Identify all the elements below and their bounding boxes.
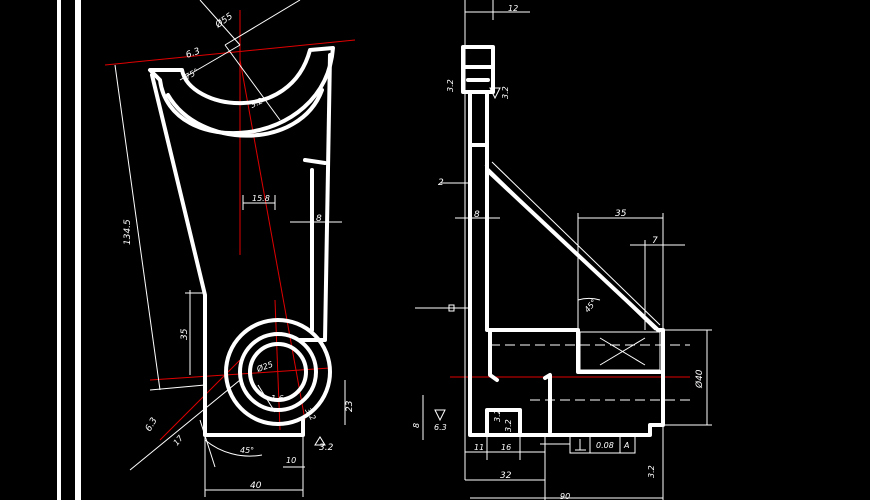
side-hole-x-b (599, 337, 646, 366)
tolerance-value: 0.08 (596, 441, 614, 450)
dim-side-rough-corner: 3.2 (647, 465, 656, 478)
dim-side-w-11: 11 (474, 443, 484, 452)
dim-len-diag: 134.5 (123, 219, 133, 245)
dim-side-d40: Ø40 (694, 369, 705, 389)
dim-side-w-16: 16 (501, 443, 511, 452)
dim-rough-base: 3.2 (319, 443, 334, 453)
dim-side-w-12: 12 (508, 4, 518, 13)
centerline-slanted (239, 59, 306, 421)
dim-w-10: 10 (286, 456, 296, 465)
dim-side-w-bottom: 90 (560, 492, 570, 500)
dim-line-45-arm (199, 419, 216, 468)
dim-r-1-6: 1.6 (271, 394, 284, 403)
dim-side-w-35: 35 (615, 209, 627, 219)
front-main-outline (148, 46, 335, 136)
side-bottom-slot (485, 408, 522, 437)
boss-outer-circle (224, 318, 332, 426)
dim-r-63-b: 6.3 (144, 416, 160, 434)
tolerance-datum: A (623, 441, 629, 450)
side-datum-box (448, 304, 455, 312)
drawing-frame (57, 0, 81, 500)
dim-d-top-arc: Ø55 (213, 11, 236, 31)
tolerance-box (569, 435, 636, 454)
dim-side-rough-slot: 3.2 (493, 409, 502, 422)
dim-line-ring-d (199, 0, 241, 46)
dim-arc-45 (204, 439, 263, 457)
side-dimension-lines (415, 0, 712, 500)
dim-side-w-2: 2 (438, 178, 444, 188)
dim-line-ring-c (179, 44, 241, 81)
dim-side-rough-top-r: 3.2 (501, 86, 510, 99)
dim-side-w-8: 8 (474, 210, 480, 220)
dim-side-rough-base: 6.3 (434, 423, 447, 432)
front-right-rib (298, 53, 332, 342)
dim-line-17 (129, 379, 241, 471)
dim-line-diag-ext (149, 384, 206, 391)
dim-side-rough-slot-b: 3.2 (504, 419, 513, 432)
dim-side-h8: 8 (412, 423, 421, 428)
roughness-symbol-side-top (489, 87, 501, 100)
side-rib-diagonal (484, 164, 656, 331)
dim-side-rough-top-l: 3.2 (446, 79, 455, 92)
side-vertical-body (468, 90, 665, 437)
side-hole-rect (579, 331, 661, 371)
side-top-head (461, 45, 495, 94)
dim-side-w-32: 32 (500, 471, 512, 481)
dim-w-8: 8 (316, 214, 322, 224)
front-dimension-texts: Ø55 6.3 75° 3.2 134.5 15.8 8 35 Ø25 1.6 … (123, 11, 355, 491)
dim-line-ring-b (224, 44, 281, 121)
roughness-symbol-base (314, 436, 326, 446)
front-inner-arc (166, 88, 324, 138)
front-dimension-lines (114, 0, 346, 497)
dim-arc-side-45 (577, 298, 601, 301)
dim-w-15-8: 15.8 (252, 194, 270, 203)
front-view: Ø55 6.3 75° 3.2 134.5 15.8 8 35 Ø25 1.6 … (104, 0, 356, 497)
roughness-symbol-side-base (434, 409, 446, 422)
side-inner-outline (485, 168, 662, 434)
boss-middle-circle (238, 332, 318, 412)
dim-line-ring-a (224, 0, 301, 46)
dim-side-w-7: 7 (652, 236, 658, 246)
tolerance-frame: 0.08 A (540, 435, 636, 454)
front-rib-top (303, 158, 327, 332)
side-rib-diagonal-2 (491, 161, 661, 326)
front-center-lines (104, 10, 356, 441)
frame-border-thin (57, 0, 61, 500)
dim-side-ang-45: 45° (583, 298, 599, 315)
dim-line-diag (114, 64, 161, 391)
dim-h-23: 23 (345, 400, 355, 412)
dim-line-1-6 (257, 384, 276, 413)
side-view: 0.08 A 12 3.2 3.2 2 8 35 7 45° Ø40 8 6.3… (412, 0, 712, 500)
dim-ang-45: 45° (240, 446, 254, 455)
dim-w-17: 17 (172, 433, 186, 447)
dim-h-35: 35 (180, 328, 190, 340)
dim-r-top: 6.3 (185, 46, 202, 60)
frame-border-thick (75, 0, 81, 500)
boss-inner-circle (248, 342, 308, 402)
dim-w-40: 40 (250, 481, 262, 491)
